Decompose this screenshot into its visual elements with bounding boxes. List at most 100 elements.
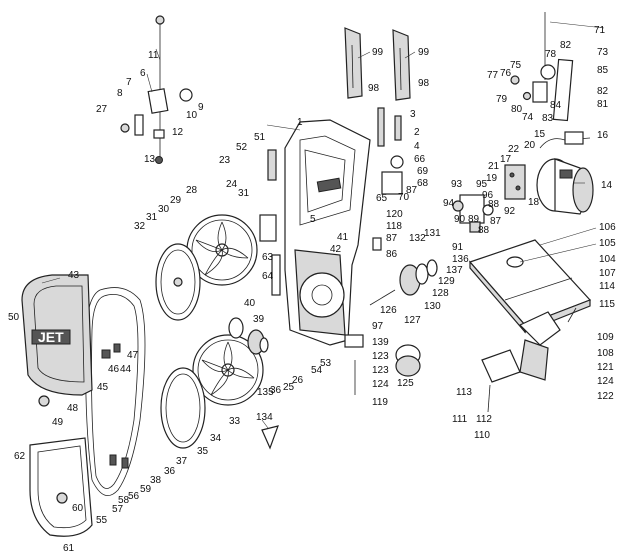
callout-113: 113 bbox=[456, 387, 472, 398]
callout-118: 118 bbox=[386, 221, 402, 232]
callout-66: 66 bbox=[414, 154, 426, 165]
callout-120: 120 bbox=[386, 209, 403, 220]
callout-19: 19 bbox=[486, 173, 498, 184]
callout-50: 50 bbox=[8, 312, 20, 323]
lower-guide-assembly bbox=[452, 194, 494, 233]
callout-24: 24 bbox=[226, 179, 238, 190]
callout-92: 92 bbox=[504, 206, 516, 217]
callout-124-right: 124 bbox=[597, 376, 614, 387]
callout-62: 62 bbox=[14, 451, 26, 462]
trunnion-assembly bbox=[369, 237, 438, 306]
callout-47: 47 bbox=[127, 350, 139, 361]
callout-63: 63 bbox=[262, 252, 274, 263]
callout-106: 106 bbox=[599, 222, 616, 233]
callout-3: 3 bbox=[410, 109, 416, 120]
callout-81: 81 bbox=[597, 99, 609, 110]
lower-wheel bbox=[192, 334, 264, 406]
callout-56: 56 bbox=[128, 491, 140, 502]
callout-73: 73 bbox=[597, 47, 609, 58]
callout-87-upper: 87 bbox=[406, 185, 418, 196]
callout-136: 136 bbox=[452, 254, 469, 265]
callout-139: 139 bbox=[372, 337, 389, 348]
callout-111: 111 bbox=[452, 414, 468, 425]
callout-82-top: 82 bbox=[560, 40, 572, 51]
pulley-stack bbox=[228, 317, 269, 355]
motor bbox=[536, 131, 594, 215]
callout-12: 12 bbox=[172, 127, 184, 138]
callout-90: 90 bbox=[454, 214, 466, 225]
callout-17: 17 bbox=[500, 154, 512, 165]
callout-107: 107 bbox=[599, 268, 616, 279]
callout-76: 76 bbox=[500, 68, 512, 79]
callout-11: 11 bbox=[148, 50, 159, 61]
callout-131: 131 bbox=[424, 228, 441, 239]
lower-tire bbox=[160, 367, 206, 449]
callout-39: 39 bbox=[253, 314, 265, 325]
callout-69: 69 bbox=[417, 166, 429, 177]
switch-box bbox=[504, 164, 526, 200]
callout-123-bottom: 123 bbox=[372, 365, 389, 376]
leader-lines bbox=[41, 21, 605, 429]
callout-26: 26 bbox=[292, 375, 304, 386]
callout-125: 125 bbox=[397, 378, 414, 389]
callout-60: 60 bbox=[72, 503, 84, 514]
callout-88-lower: 88 bbox=[478, 225, 490, 236]
callout-31-mid: 31 bbox=[238, 188, 250, 199]
callout-32: 32 bbox=[134, 221, 146, 232]
callout-22: 22 bbox=[508, 144, 520, 155]
callout-18: 18 bbox=[528, 197, 540, 208]
callout-57: 57 bbox=[112, 504, 124, 515]
upper-wheel bbox=[186, 214, 258, 286]
callout-5: 5 bbox=[310, 214, 316, 225]
callout-84: 84 bbox=[550, 100, 562, 111]
callout-58: 58 bbox=[118, 495, 130, 506]
callout-53: 53 bbox=[320, 358, 332, 369]
callout-109: 109 bbox=[597, 332, 614, 343]
callout-30: 30 bbox=[158, 204, 170, 215]
callout-130: 130 bbox=[424, 301, 441, 312]
callout-74: 74 bbox=[522, 112, 534, 123]
tension-assembly bbox=[510, 12, 574, 122]
callout-132: 132 bbox=[409, 233, 426, 244]
callout-31-top: 31 bbox=[146, 212, 158, 223]
callout-51: 51 bbox=[254, 132, 266, 143]
callout-79: 79 bbox=[496, 94, 508, 105]
callout-98-left: 98 bbox=[368, 83, 380, 94]
callout-121: 121 bbox=[597, 362, 614, 373]
callout-27: 27 bbox=[96, 104, 108, 115]
callout-13: 13 bbox=[144, 154, 156, 165]
callout-77: 77 bbox=[487, 70, 499, 81]
callout-7: 7 bbox=[126, 77, 132, 88]
callout-99-left: 99 bbox=[372, 47, 384, 58]
callout-108: 108 bbox=[597, 348, 614, 359]
callout-122: 122 bbox=[597, 391, 614, 402]
callout-15: 15 bbox=[534, 129, 546, 140]
callout-87-mid: 87 bbox=[386, 233, 398, 244]
callout-9: 9 bbox=[198, 102, 204, 113]
callout-134: 134 bbox=[256, 412, 273, 423]
callout-71: 71 bbox=[594, 25, 606, 36]
callout-93: 93 bbox=[451, 179, 463, 190]
callout-64: 64 bbox=[262, 271, 274, 282]
callout-98-right: 98 bbox=[418, 78, 430, 89]
callout-55: 55 bbox=[96, 515, 108, 526]
callout-95: 95 bbox=[476, 179, 488, 190]
callout-128: 128 bbox=[432, 288, 449, 299]
callout-35: 35 bbox=[197, 446, 209, 457]
callout-70: 70 bbox=[398, 192, 410, 203]
callout-99-right: 99 bbox=[418, 47, 430, 58]
callout-86: 86 bbox=[386, 249, 398, 260]
callout-91: 91 bbox=[452, 242, 464, 253]
callout-21: 21 bbox=[488, 161, 500, 172]
door-latch-hardware bbox=[101, 343, 129, 469]
blade-guard-set bbox=[344, 27, 411, 101]
callout-1: 1 bbox=[297, 117, 303, 128]
callout-33: 33 bbox=[229, 416, 241, 427]
callout-45: 45 bbox=[97, 382, 109, 393]
lower-wheel-cover bbox=[29, 437, 93, 537]
callout-127: 127 bbox=[404, 315, 421, 326]
upper-wheel-cover: JET bbox=[21, 274, 93, 407]
callout-83: 83 bbox=[542, 113, 554, 124]
callout-8: 8 bbox=[117, 88, 123, 99]
